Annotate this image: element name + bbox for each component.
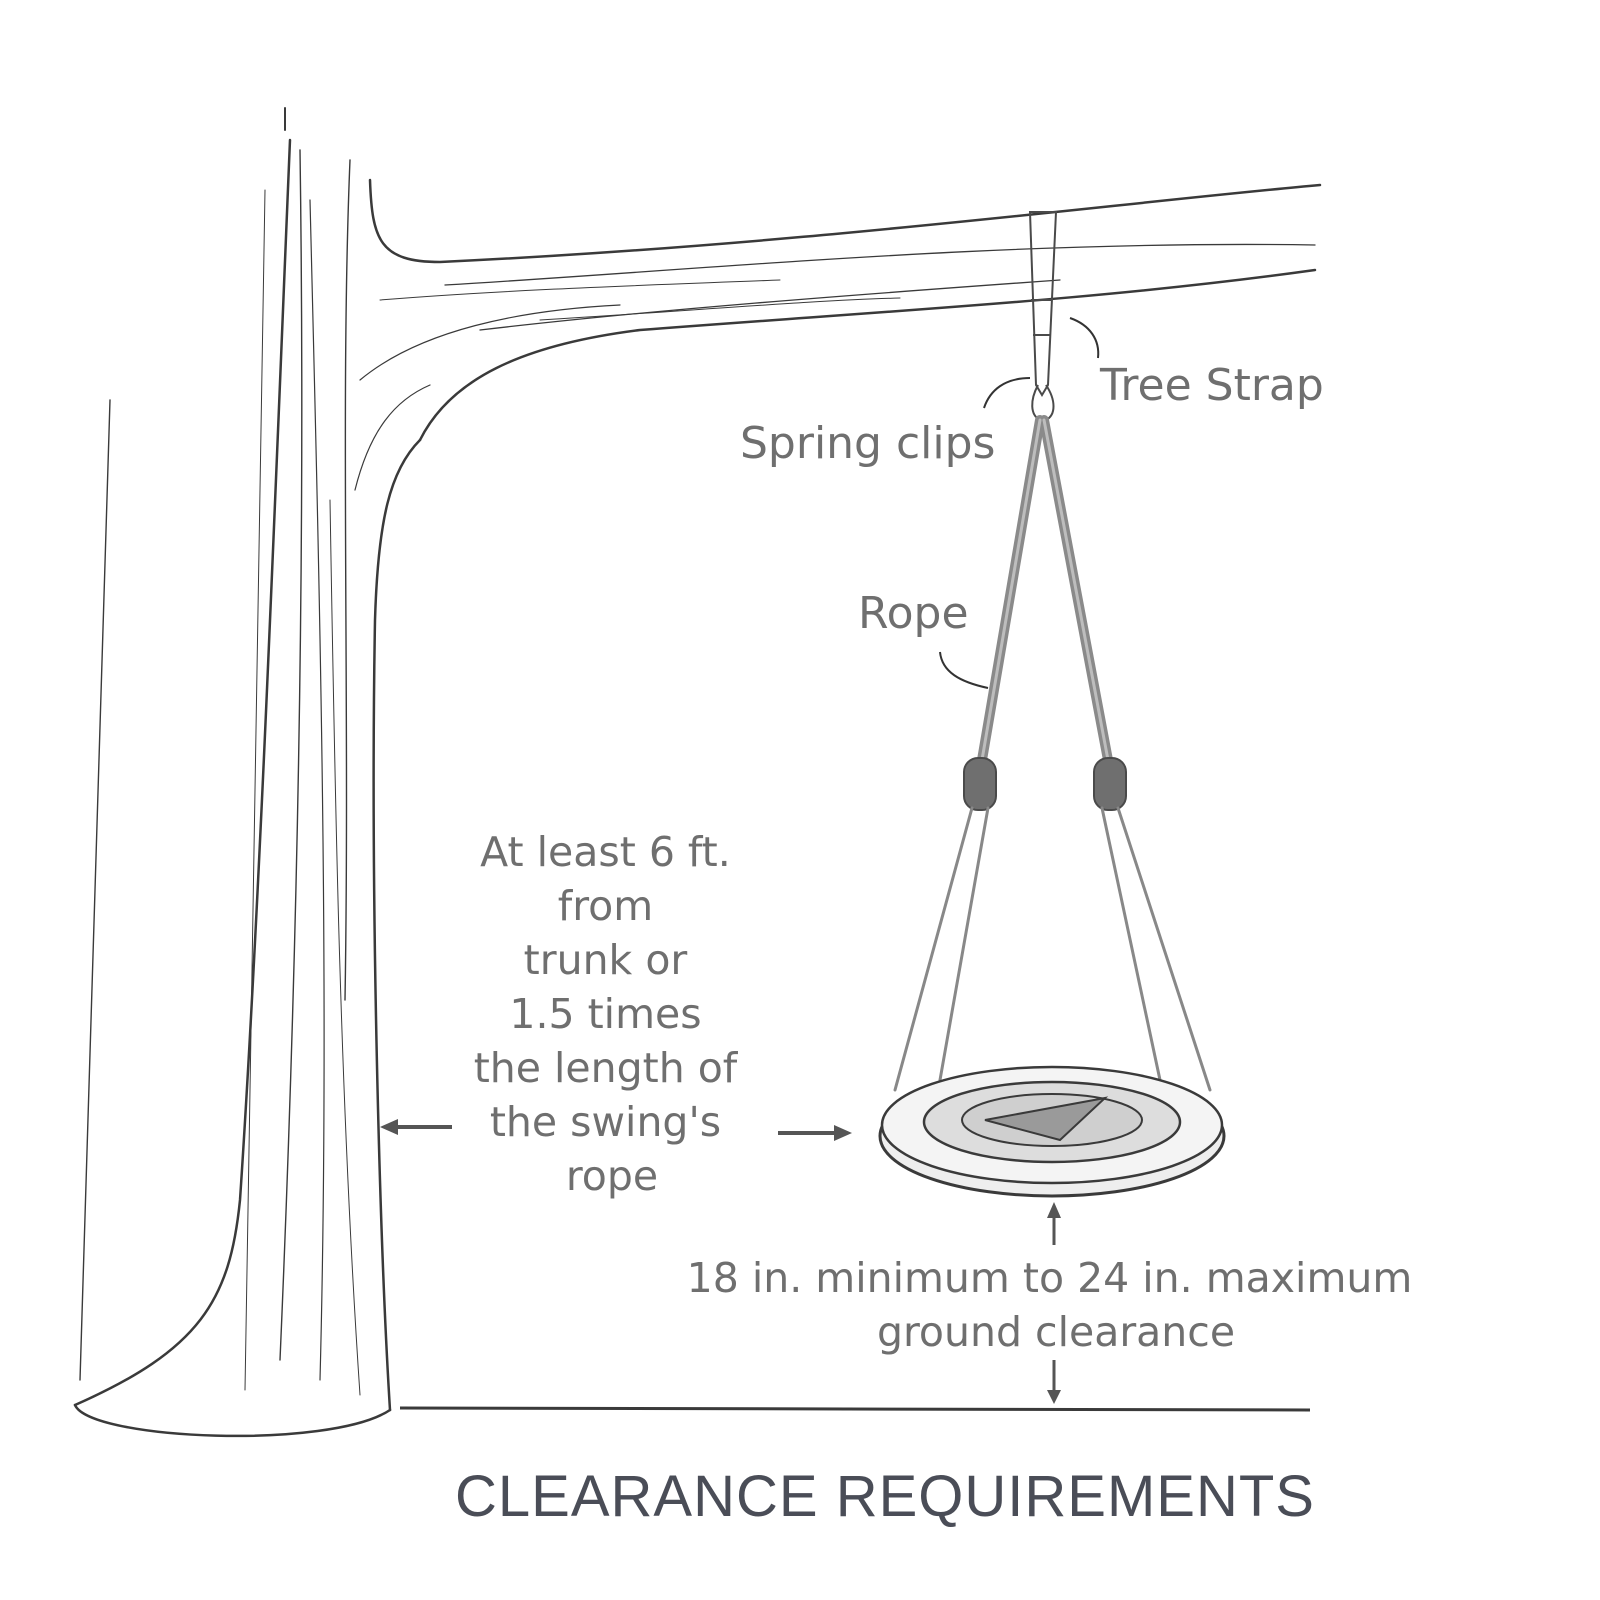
distance-label-line: the swing's	[490, 1098, 721, 1146]
distance-label-line: trunk or	[524, 936, 688, 984]
spring-clips-label: Spring clips	[740, 418, 995, 469]
spring-clips-leader	[983, 377, 1031, 409]
ground-line	[399, 1406, 1311, 1412]
distance-label-line: from	[558, 882, 653, 930]
tree-strap-label: Tree Strap	[1099, 360, 1324, 411]
tree-strap-leader	[1069, 317, 1100, 359]
distance-label-line: rope	[566, 1152, 658, 1200]
ground-clearance-label: 18 in. minimum to 24 in. maximum ground …	[687, 1254, 1426, 1356]
spring-clips	[1031, 384, 1055, 421]
distance-label-line: At least 6 ft.	[480, 828, 731, 876]
rope-leader	[939, 651, 989, 689]
ground-clearance-arrows	[1047, 1202, 1061, 1404]
swing-rope	[893, 415, 1212, 1092]
distance-label: At least 6 ft. from trunk or 1.5 times t…	[474, 828, 751, 1200]
arrow-right-head	[834, 1125, 852, 1141]
tree-branch	[354, 178, 1322, 491]
swing-seat	[878, 1065, 1226, 1198]
diagram-title: CLEARANCE REQUIREMENTS	[455, 1464, 1315, 1529]
leader-lines	[939, 317, 1100, 689]
rope-label: Rope	[858, 588, 969, 639]
distance-label-line: 1.5 times	[509, 990, 701, 1038]
arrow-down-head	[1047, 1390, 1061, 1404]
ground-clearance-line: ground clearance	[877, 1308, 1235, 1356]
arrow-left-head	[380, 1119, 398, 1135]
ground-clearance-line: 18 in. minimum to 24 in. maximum	[687, 1254, 1413, 1302]
distance-label-line: the length of	[474, 1044, 739, 1092]
tree-trunk	[73, 107, 422, 1438]
distance-arrows	[380, 1119, 852, 1141]
arrow-up-head	[1047, 1202, 1061, 1218]
tree-strap	[1028, 211, 1058, 397]
